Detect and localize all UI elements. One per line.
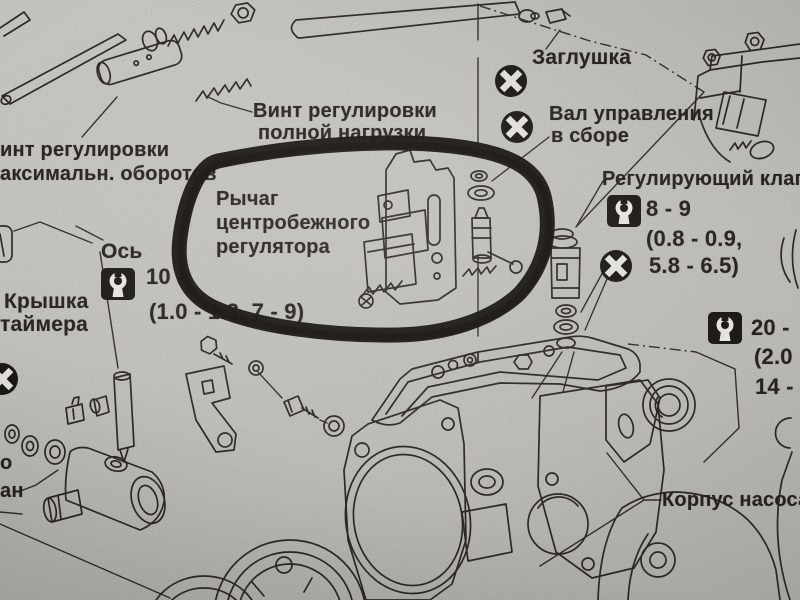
marker-annotation-circle (171, 135, 555, 343)
